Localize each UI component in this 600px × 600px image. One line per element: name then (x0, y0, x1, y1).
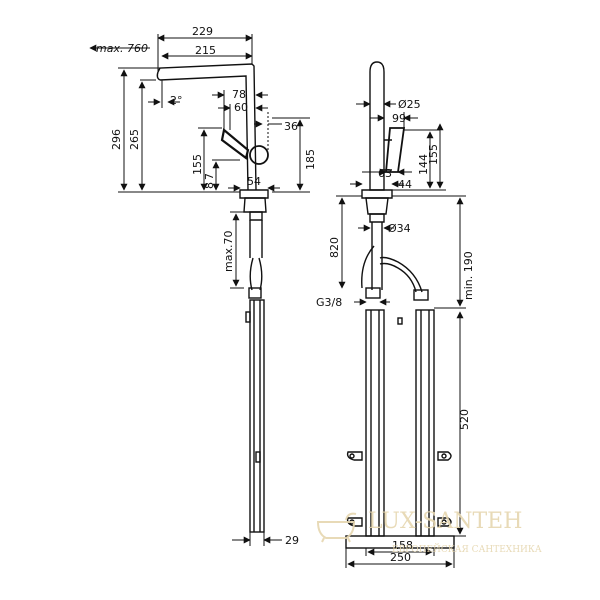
bathtub-logo-icon (316, 512, 357, 543)
dim-44: 44 (398, 178, 412, 191)
dim-60: 60 (234, 101, 248, 114)
dim-max-70: max.70 (222, 231, 235, 272)
watermark-brand: LUX-SANTEH (368, 509, 522, 534)
front-view (345, 61, 455, 549)
dim-max-760: max. 760 (96, 42, 148, 55)
dim-296: 296 (110, 129, 123, 150)
dim-820: 820 (328, 237, 341, 258)
dim-155-side: 155 (191, 154, 204, 175)
dim-520: 520 (458, 409, 471, 430)
dim-265: 265 (128, 129, 141, 150)
dim-144: 144 (417, 154, 430, 175)
dim-8: 8 (203, 182, 216, 189)
dim-229: 229 (192, 25, 213, 38)
spout-front (369, 61, 385, 191)
watermark-tagline: ЕВРОПЕЙСКАЯ САНТЕХНИКА (392, 543, 542, 555)
lever-handle-front (385, 127, 406, 173)
lever-handle (220, 127, 250, 160)
dim-29: 29 (285, 534, 299, 547)
spout (157, 63, 257, 191)
dim-158: 158 (392, 539, 413, 552)
side-view (156, 63, 269, 533)
dim-dia-34: Ø34 (388, 222, 411, 235)
front-view-dimension-lines (336, 100, 466, 568)
lever-pivot (249, 145, 269, 165)
watermark: LUX-SANTEH ЕВРОПЕЙСКАЯ САНТЕХНИКА (316, 509, 542, 555)
dim-7: 7 (203, 173, 216, 180)
front-housing-right (415, 309, 435, 537)
dim-215: 215 (195, 44, 216, 57)
dim-angle-2: 2° (170, 94, 183, 107)
dim-63: 63 (378, 167, 392, 180)
dim-36: 36 (284, 120, 298, 133)
dim-99: 99 (392, 112, 406, 125)
dim-54: 54 (247, 175, 261, 188)
dim-min-190: min. 190 (462, 251, 475, 300)
dim-78: 78 (232, 88, 246, 101)
front-housing-left (365, 309, 385, 537)
side-housing (249, 299, 265, 533)
side-view-dimension-lines (89, 34, 310, 546)
dim-250: 250 (390, 551, 411, 564)
dim-g-3-8: G3/8 (316, 296, 342, 309)
dim-dia-25: Ø25 (398, 98, 421, 111)
dim-155-front: 155 (427, 144, 440, 165)
dim-185: 185 (304, 149, 317, 170)
